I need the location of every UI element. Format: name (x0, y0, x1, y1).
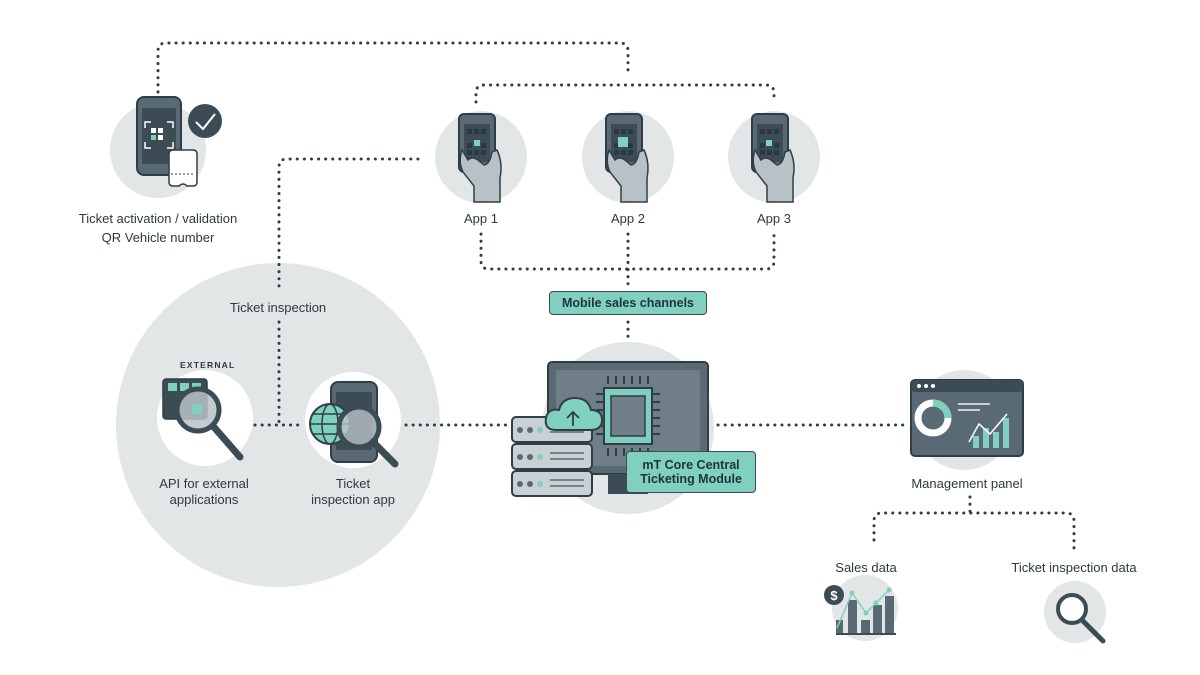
connectors (156, 41, 1076, 554)
core-module-line2: Ticketing Module (640, 472, 742, 486)
validation-label: Ticket activation / validation QR Vehicl… (58, 211, 258, 246)
connector-apps-top (474, 83, 776, 104)
bar-chart-icon (836, 587, 896, 635)
api-label-line2: applications (169, 492, 239, 507)
inspection-group-circle (116, 263, 440, 587)
inspection-app-label-line2: inspection app (311, 492, 395, 507)
cloud-upload-icon (544, 396, 604, 431)
magnifier-icon-data (1056, 593, 1106, 644)
inspection-app-label: Ticket inspection app (283, 476, 423, 508)
ticket-inspection-label: Ticket inspection (229, 300, 327, 315)
validation-label-line2: QR Vehicle number (101, 230, 215, 245)
validation-label-line1: Ticket activation / validation (78, 211, 238, 226)
phone-hand-icon-2 (605, 113, 649, 203)
phone-hand-icon-3 (751, 113, 795, 203)
external-label: EXTERNAL (180, 360, 236, 370)
connector-validation-apps (156, 41, 630, 94)
connector-management-data (872, 495, 1076, 554)
cpu-icon (596, 376, 660, 456)
sales-data-label: Sales data (835, 560, 897, 575)
ticket-icon (168, 149, 198, 187)
inspection-app-label-line1: Ticket (335, 476, 371, 491)
app3-label: App 3 (757, 211, 791, 226)
core-module-tag: mT Core Central Ticketing Module (626, 451, 756, 493)
api-label-line1: API for external (159, 476, 249, 491)
dollar-symbol: $ (830, 588, 838, 603)
app2-label: App 2 (611, 211, 645, 226)
phone-hand-icon-1 (458, 113, 502, 203)
magnifier-icon-inspection (336, 404, 399, 468)
dollar-icon: $ (824, 585, 844, 605)
core-module-line1: mT Core Central (642, 458, 740, 472)
check-icon (188, 104, 222, 138)
app1-label: App 1 (464, 211, 498, 226)
magnifier-icon-api (174, 386, 244, 461)
mobile-sales-channels-tag: Mobile sales channels (549, 291, 707, 315)
inspection-data-label: Ticket inspection data (1011, 560, 1137, 575)
dashboard-icon (910, 379, 1024, 457)
api-label: API for external applications (134, 476, 274, 508)
management-panel-label: Management panel (911, 476, 1023, 491)
